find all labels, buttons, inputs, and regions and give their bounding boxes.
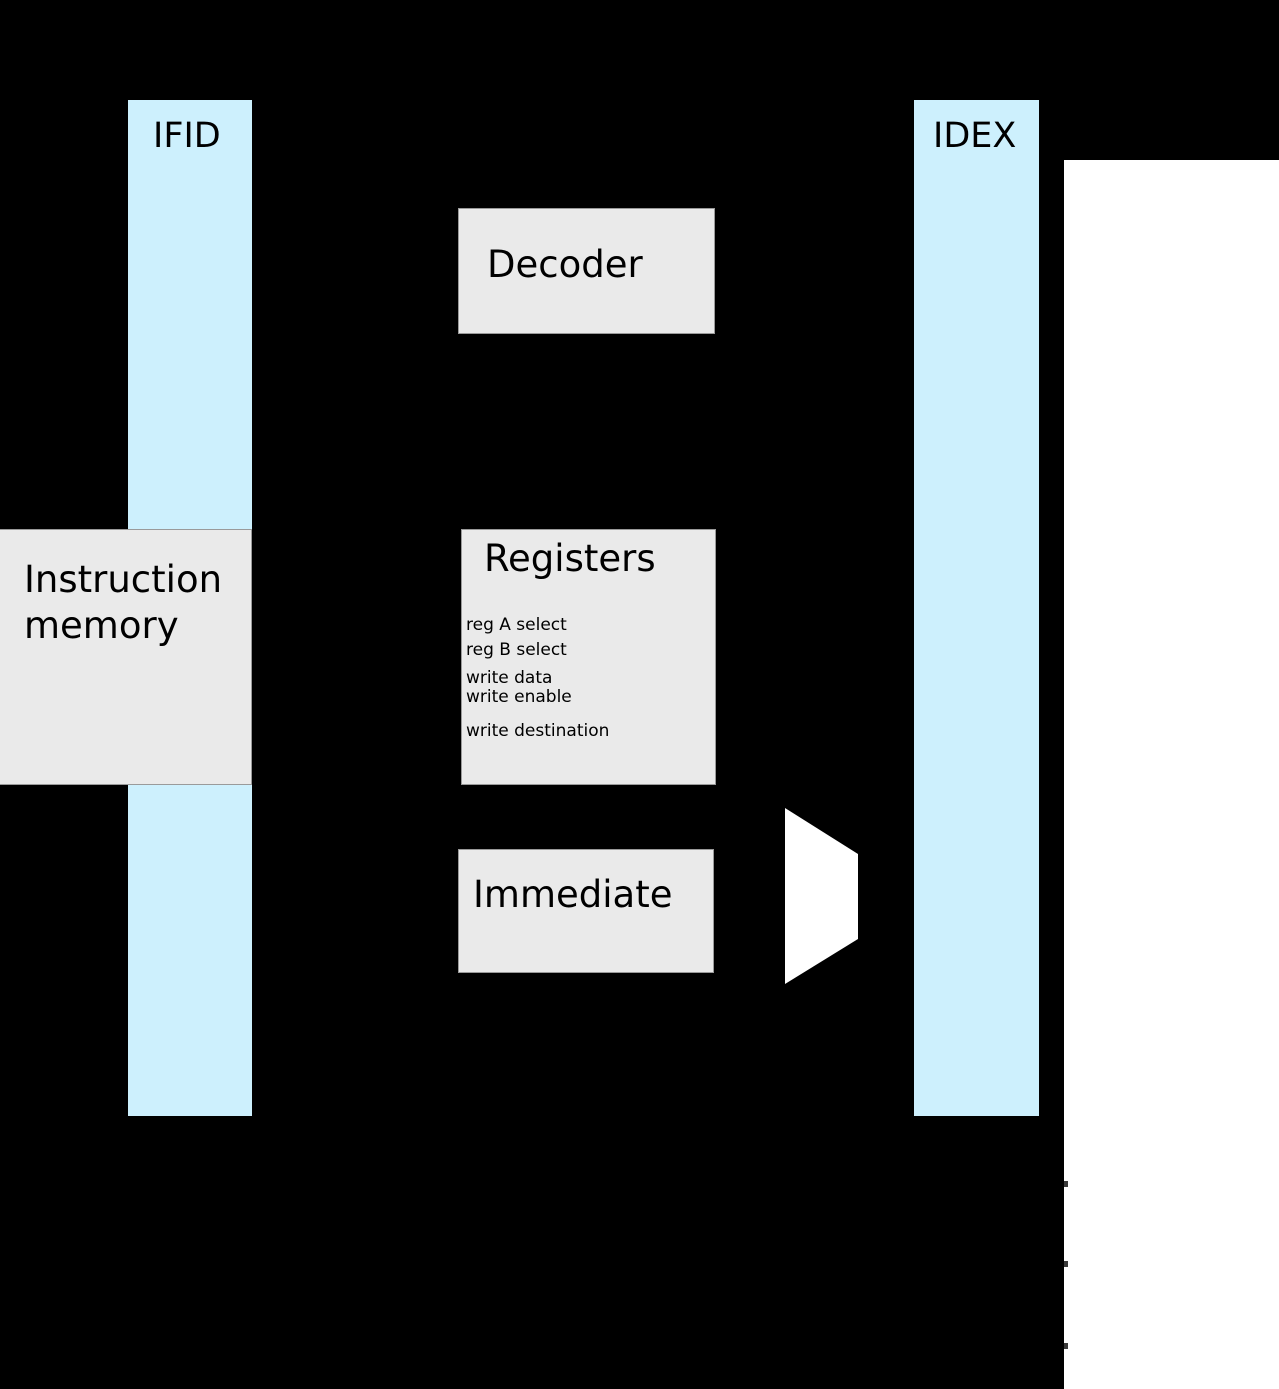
white-page-panel — [1064, 160, 1279, 1389]
unit-decoder-label: Decoder — [487, 243, 643, 286]
pipeline-register-idex[interactable] — [914, 100, 1039, 1116]
mux-trapezoid-icon — [785, 808, 858, 984]
registers-port-reg-b-select: reg B select — [466, 640, 567, 660]
unit-instruction-memory-label: Instruction memory — [24, 558, 223, 648]
operand-mux[interactable] — [785, 808, 859, 984]
registers-port-write-data: write data — [466, 668, 553, 688]
unit-registers[interactable] — [461, 529, 716, 785]
unit-instruction-memory[interactable] — [0, 529, 252, 785]
registers-port-write-destination: write destination — [466, 721, 610, 741]
unit-immediate-label: Immediate — [473, 873, 673, 916]
unit-immediate[interactable] — [458, 849, 714, 973]
registers-port-reg-a-select: reg A select — [466, 615, 567, 635]
edge-artifact-tick — [1064, 1181, 1068, 1187]
unit-decoder[interactable] — [458, 208, 715, 334]
pipeline-register-ifid-label: IFID — [153, 116, 221, 156]
unit-registers-label: Registers — [484, 537, 656, 580]
pipeline-register-idex-label: IDEX — [933, 116, 1017, 156]
edge-artifact-tick — [1064, 1261, 1068, 1267]
edge-artifact-tick — [1064, 1343, 1068, 1349]
registers-port-write-enable: write enable — [466, 687, 572, 707]
